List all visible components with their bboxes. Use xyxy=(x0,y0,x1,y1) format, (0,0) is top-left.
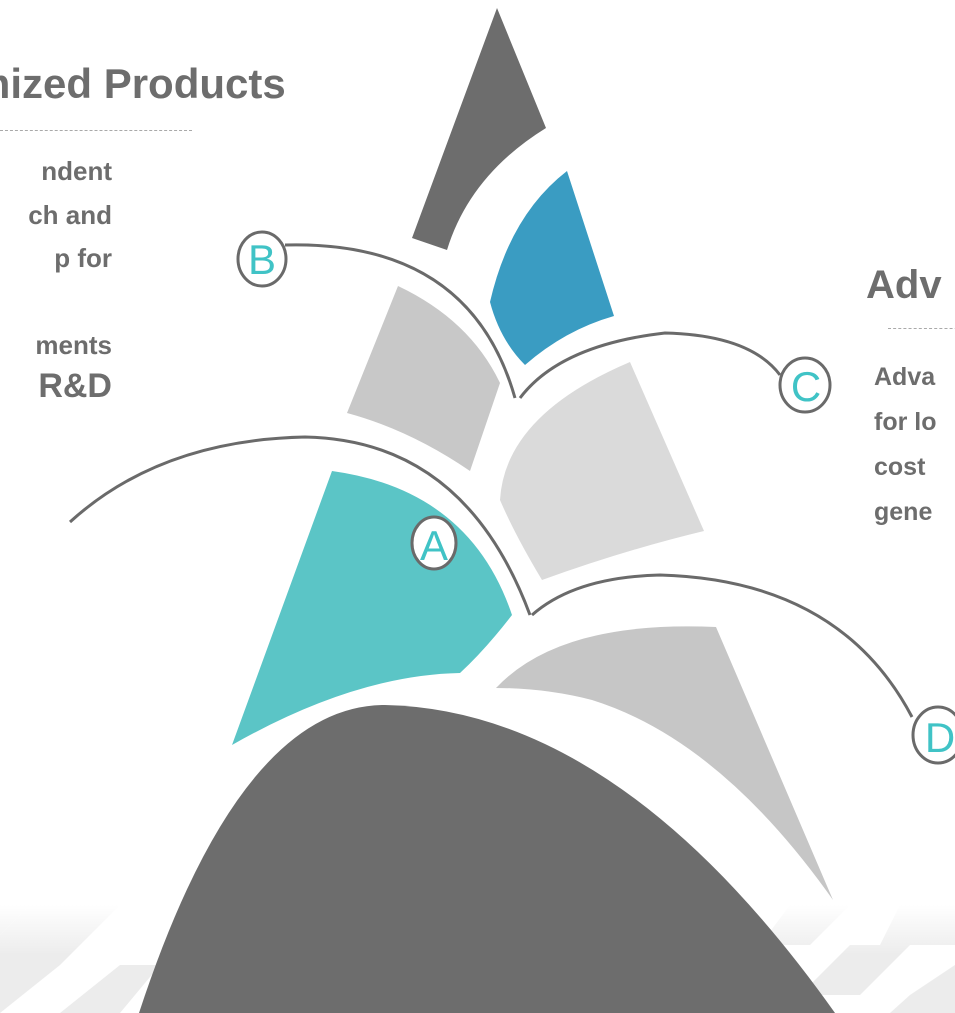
left-panel-divider xyxy=(0,130,192,131)
connector-arc-a xyxy=(68,435,532,616)
pyramid-summit xyxy=(412,8,546,250)
marker-d-circle xyxy=(911,705,955,765)
left-panel-heading: mized Products xyxy=(0,60,286,107)
marker-a-label: A xyxy=(420,522,448,569)
pyramid-segment-upper-left xyxy=(347,286,500,471)
left-panel-body: ndent ch and p for ments R&D xyxy=(0,150,112,406)
left-line-2: ch and xyxy=(28,199,112,230)
pyramid-base xyxy=(139,705,835,1013)
left-line-3: p for xyxy=(54,243,112,273)
marker-b-label: B xyxy=(248,236,276,283)
left-line-1: ndent xyxy=(41,156,112,186)
right-panel-divider xyxy=(888,328,955,329)
marker-c-label: C xyxy=(791,363,821,410)
connector-arc-d xyxy=(531,573,914,718)
connector-arc-c xyxy=(518,331,782,399)
marker-d-label: D xyxy=(925,714,955,761)
right-line-2: for lo xyxy=(874,408,937,436)
right-line-3: cost xyxy=(874,453,926,481)
left-line-5: ments xyxy=(35,330,112,360)
left-line-6: R&D xyxy=(38,366,112,405)
marker-b-circle xyxy=(236,230,288,288)
left-line-4 xyxy=(0,281,112,325)
marker-a-circle xyxy=(410,515,458,571)
connector-arc-b xyxy=(284,243,517,399)
right-panel-body: Adva for lo cost gene xyxy=(874,355,955,535)
right-line-1: Adva xyxy=(874,363,936,391)
pyramid-segment-lower-right xyxy=(496,626,833,900)
pyramid-segment-blue xyxy=(490,171,614,365)
marker-c-circle xyxy=(778,356,832,414)
right-line-4: gene xyxy=(874,498,933,526)
right-panel-heading: Adv xyxy=(866,263,942,307)
pyramid-segment-middle-right xyxy=(500,362,704,580)
